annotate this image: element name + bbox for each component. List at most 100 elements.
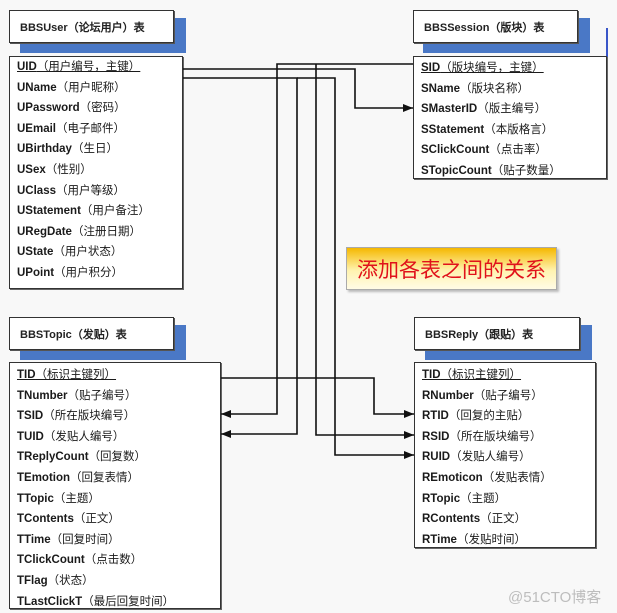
user-table: UID（用户编号，主键） UName（用户昵称） UPassword（密码） UEma… — [9, 56, 183, 289]
field-name: RUID — [422, 451, 451, 464]
field-tuid: TUID（发贴人编号） — [17, 430, 124, 444]
topic-table-title: BBSTopic（发贴）表 — [9, 317, 174, 350]
field-name: RTime — [422, 533, 457, 546]
field-rcontents: RContents（正文） — [422, 512, 526, 526]
field-tnumber: TNumber（贴子编号） — [17, 389, 136, 403]
field-rnumber: RNumber（贴子编号） — [422, 389, 543, 403]
field-name: SStatement — [421, 123, 485, 136]
field-temotion: TEmotion（回复表情） — [17, 471, 139, 485]
field-desc: （版主编号） — [477, 103, 547, 115]
field-desc: （用户编号，主键） — [36, 61, 141, 73]
field-desc: （生日） — [71, 143, 118, 156]
field-name: UClass — [17, 184, 56, 197]
field-desc: （回复时间） — [50, 533, 120, 546]
field-desc: （版块名称） — [460, 82, 529, 95]
field-uclass: UClass（用户等级） — [17, 184, 125, 198]
field-ustate: UState（用户状态） — [17, 245, 122, 259]
field-desc: （贴子编号） — [473, 389, 543, 402]
field-desc: （主题） — [460, 492, 507, 505]
field-desc: （用户备注） — [80, 205, 150, 218]
field-ttopic: TTopic（主题） — [17, 492, 100, 506]
field-desc: （贴子数量） — [491, 164, 561, 177]
field-name: UState — [17, 246, 54, 259]
field-tcontents: TContents（正文） — [17, 512, 120, 526]
field-desc: （发贴人编号） — [450, 451, 531, 464]
field-tclickcount: TClickCount（点击数） — [17, 553, 142, 567]
topic-table: TID（标识主键列） TNumber（贴子编号） TSID（所在版块编号） TUID（… — [9, 362, 221, 609]
field-upassword: UPassword（密码） — [17, 101, 126, 115]
relation-uid-ruid — [297, 77, 414, 459]
field-name: UEmail — [17, 122, 56, 135]
field-tsid: TSID（所在版块编号） — [17, 409, 135, 423]
field-desc: （版块编号，主键） — [440, 62, 544, 74]
blue-edge-line — [606, 28, 608, 98]
field-desc: （用户积分） — [54, 267, 124, 279]
field-desc: （回复数） — [88, 451, 147, 464]
field-desc: （标识主键列） — [440, 369, 522, 381]
user-table-title: BBSUser（论坛用户）表 — [9, 10, 174, 43]
field-uemail: UEmail（电子邮件） — [17, 122, 125, 136]
field-desc: （主题） — [53, 492, 100, 505]
field-tid: TID（标识主键列） — [422, 368, 521, 382]
field-name: SMasterID — [421, 103, 478, 115]
field-name: TClickCount — [17, 554, 85, 567]
field-name: UStatement — [17, 205, 81, 218]
field-tflag: TFlag（状态） — [17, 574, 94, 588]
field-desc: （状态） — [47, 575, 94, 587]
field-remoticon: REmoticon（发贴表情） — [422, 471, 552, 485]
field-ustatement: UStatement（用户备注） — [17, 204, 150, 218]
field-desc: （所在版块编号） — [43, 410, 136, 423]
field-name: STopicCount — [421, 164, 492, 177]
field-rtid: RTID（回复的主贴） — [422, 409, 529, 423]
field-name: RTopic — [422, 492, 461, 505]
field-desc: （用户昵称） — [56, 81, 126, 94]
field-desc: （发贴人编号） — [43, 430, 125, 443]
session-table: SID（版块编号，主键）SName（版块名称）SMasterID（版主编号）SS… — [413, 56, 607, 179]
field-sstatement: SStatement（本版格言） — [421, 123, 553, 137]
field-desc: （最后回复时间） — [82, 595, 175, 608]
field-name: TContents — [17, 513, 74, 526]
field-uregdate: URegDate（注册日期） — [17, 225, 141, 239]
field-rsid: RSID（所在版块编号） — [422, 430, 541, 444]
field-desc: （电子邮件） — [56, 122, 125, 135]
relation-sid-rsid — [315, 64, 414, 439]
field-ruid: RUID（发贴人编号） — [422, 450, 531, 464]
field-name: RContents — [422, 513, 481, 526]
field-uname: UName（用户昵称） — [17, 81, 126, 95]
field-tlastclickt: TLastClickT（最后回复时间） — [17, 595, 174, 609]
field-ttime: TTime（回复时间） — [17, 533, 120, 547]
field-desc: （正文） — [73, 513, 120, 526]
relation-tid-rtid — [221, 377, 414, 418]
field-name: TID — [422, 369, 441, 381]
field-desc: （正文） — [480, 513, 527, 526]
field-name: TLastClickT — [17, 595, 83, 608]
relation-sid-tsid — [221, 63, 413, 418]
field-name: TReplyCount — [17, 451, 89, 464]
field-name: SClickCount — [421, 144, 490, 156]
field-desc: （发贴表情） — [482, 472, 552, 484]
field-name: TNumber — [17, 389, 68, 402]
field-name: REmoticon — [422, 472, 483, 484]
field-desc: （所在版块编号） — [449, 430, 542, 443]
field-smasterid: SMasterID（版主编号） — [421, 102, 546, 116]
field-rtime: RTime（发贴时间） — [422, 533, 526, 547]
field-rtopic: RTopic（主题） — [422, 492, 506, 506]
session-table-title: BBSSession（版块）表 — [413, 10, 578, 43]
callout-note: 添加各表之间的关系 — [346, 247, 557, 290]
field-name: TTime — [17, 533, 51, 546]
field-name: TID — [17, 369, 36, 381]
field-name: URegDate — [17, 225, 72, 238]
field-ubirthday: UBirthday（生日） — [17, 142, 118, 156]
field-name: TSID — [17, 410, 44, 423]
field-sclickcount: SClickCount（点击率） — [421, 143, 547, 157]
field-tid: TID（标识主键列） — [17, 368, 116, 382]
field-name: UName — [17, 81, 57, 94]
field-desc: （点击数） — [84, 554, 143, 567]
relation-uid-smasterid — [183, 68, 413, 112]
field-sid: SID（版块编号，主键） — [421, 61, 544, 75]
field-uid: UID（用户编号，主键） — [17, 60, 140, 74]
field-desc: （用户状态） — [53, 246, 123, 259]
field-name: RSID — [422, 430, 450, 443]
reply-table: TID（标识主键列） RNumber（贴子编号） RTID（回复的主贴） RSID（所… — [414, 362, 596, 548]
